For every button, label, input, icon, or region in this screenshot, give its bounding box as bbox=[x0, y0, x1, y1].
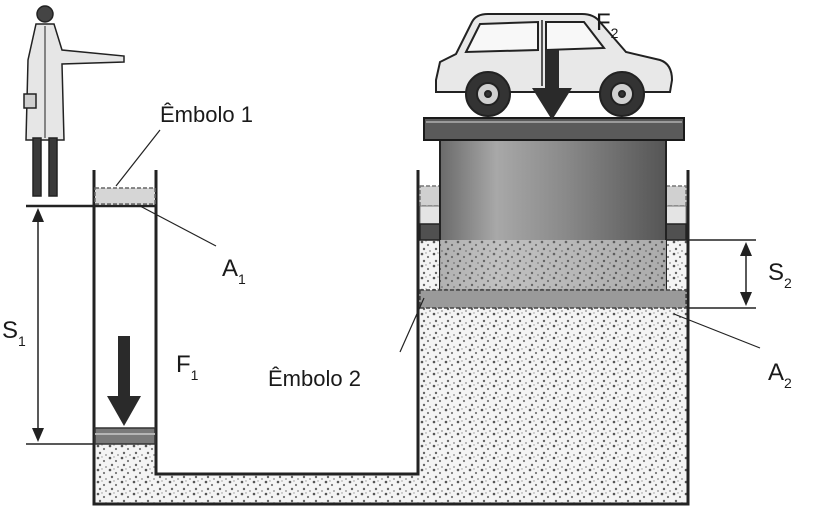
label-embolo-2: Êmbolo 2 bbox=[268, 366, 361, 391]
small-piston bbox=[94, 187, 156, 445]
car-icon bbox=[435, 13, 674, 117]
label-a2: A2 bbox=[768, 359, 792, 391]
label-s2: S2 bbox=[768, 259, 792, 291]
label-f1: F1 bbox=[176, 351, 199, 383]
s2-dimension bbox=[688, 239, 756, 309]
container-wall bbox=[92, 170, 690, 506]
force-f1-arrow bbox=[107, 336, 141, 426]
leader-lines bbox=[115, 129, 761, 353]
force-f2-arrow bbox=[532, 50, 572, 120]
label-s1: S1 bbox=[2, 317, 26, 349]
large-piston bbox=[419, 117, 687, 309]
person-icon bbox=[23, 5, 125, 197]
label-f2: F2 bbox=[596, 9, 619, 41]
label-embolo-1: Êmbolo 1 bbox=[160, 102, 253, 127]
label-a1: A1 bbox=[222, 255, 246, 287]
s1-dimension bbox=[26, 204, 156, 445]
